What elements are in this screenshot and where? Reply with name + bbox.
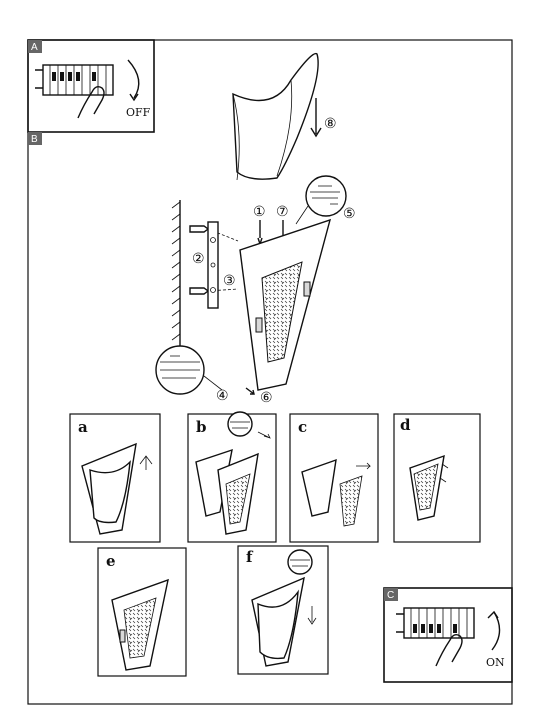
off-text: OFF	[126, 106, 151, 119]
panel-f: f	[237, 545, 329, 675]
panel-d: d	[393, 413, 481, 543]
step-6-number: ⑥	[260, 390, 273, 406]
section-a: A	[27, 39, 155, 133]
panel-b-label: b	[196, 418, 207, 436]
section-c-label: C	[387, 590, 394, 601]
step-2-number: ②	[192, 251, 205, 267]
panel-f-label: f	[246, 548, 254, 566]
hand-on-icon	[435, 633, 463, 667]
panel-a: a	[69, 413, 161, 543]
panel-e-label: e	[106, 552, 116, 570]
panel-b: b	[187, 411, 277, 543]
section-b: B	[28, 132, 42, 145]
step-7-number: ⑦	[276, 204, 289, 220]
breaker-off-illustration: OFF	[35, 59, 151, 119]
panel-a-label: a	[78, 418, 88, 436]
hand-off-icon	[77, 85, 105, 119]
section-c: C	[383, 587, 513, 683]
on-text: ON	[486, 656, 505, 669]
panel-c-label: c	[298, 418, 307, 436]
outer-frame	[27, 39, 513, 705]
step-8-arrow: ⑧	[310, 98, 337, 138]
lamp-shade	[232, 52, 319, 181]
panel-e: e	[97, 547, 187, 677]
panel-d-label: d	[400, 416, 411, 434]
detail-callout-top	[295, 175, 347, 225]
back-plate	[239, 218, 332, 391]
step-1-number: ①	[253, 204, 266, 220]
breaker-on-illustration: ON	[396, 607, 505, 669]
step-4-number: ④	[216, 388, 229, 404]
step-8-number: ⑧	[324, 116, 337, 132]
step-5-number: ⑤	[343, 206, 356, 222]
step-6-arrow: ⑥	[245, 387, 273, 406]
wall	[171, 200, 181, 350]
arrow-rotate-down-icon	[127, 59, 140, 99]
step-3-number: ③	[223, 273, 236, 289]
panel-c: c	[289, 413, 379, 543]
section-a-label: A	[31, 42, 38, 53]
section-b-label: B	[31, 134, 38, 145]
mounting-bracket	[207, 221, 219, 309]
detail-callout-bottom	[155, 345, 223, 395]
